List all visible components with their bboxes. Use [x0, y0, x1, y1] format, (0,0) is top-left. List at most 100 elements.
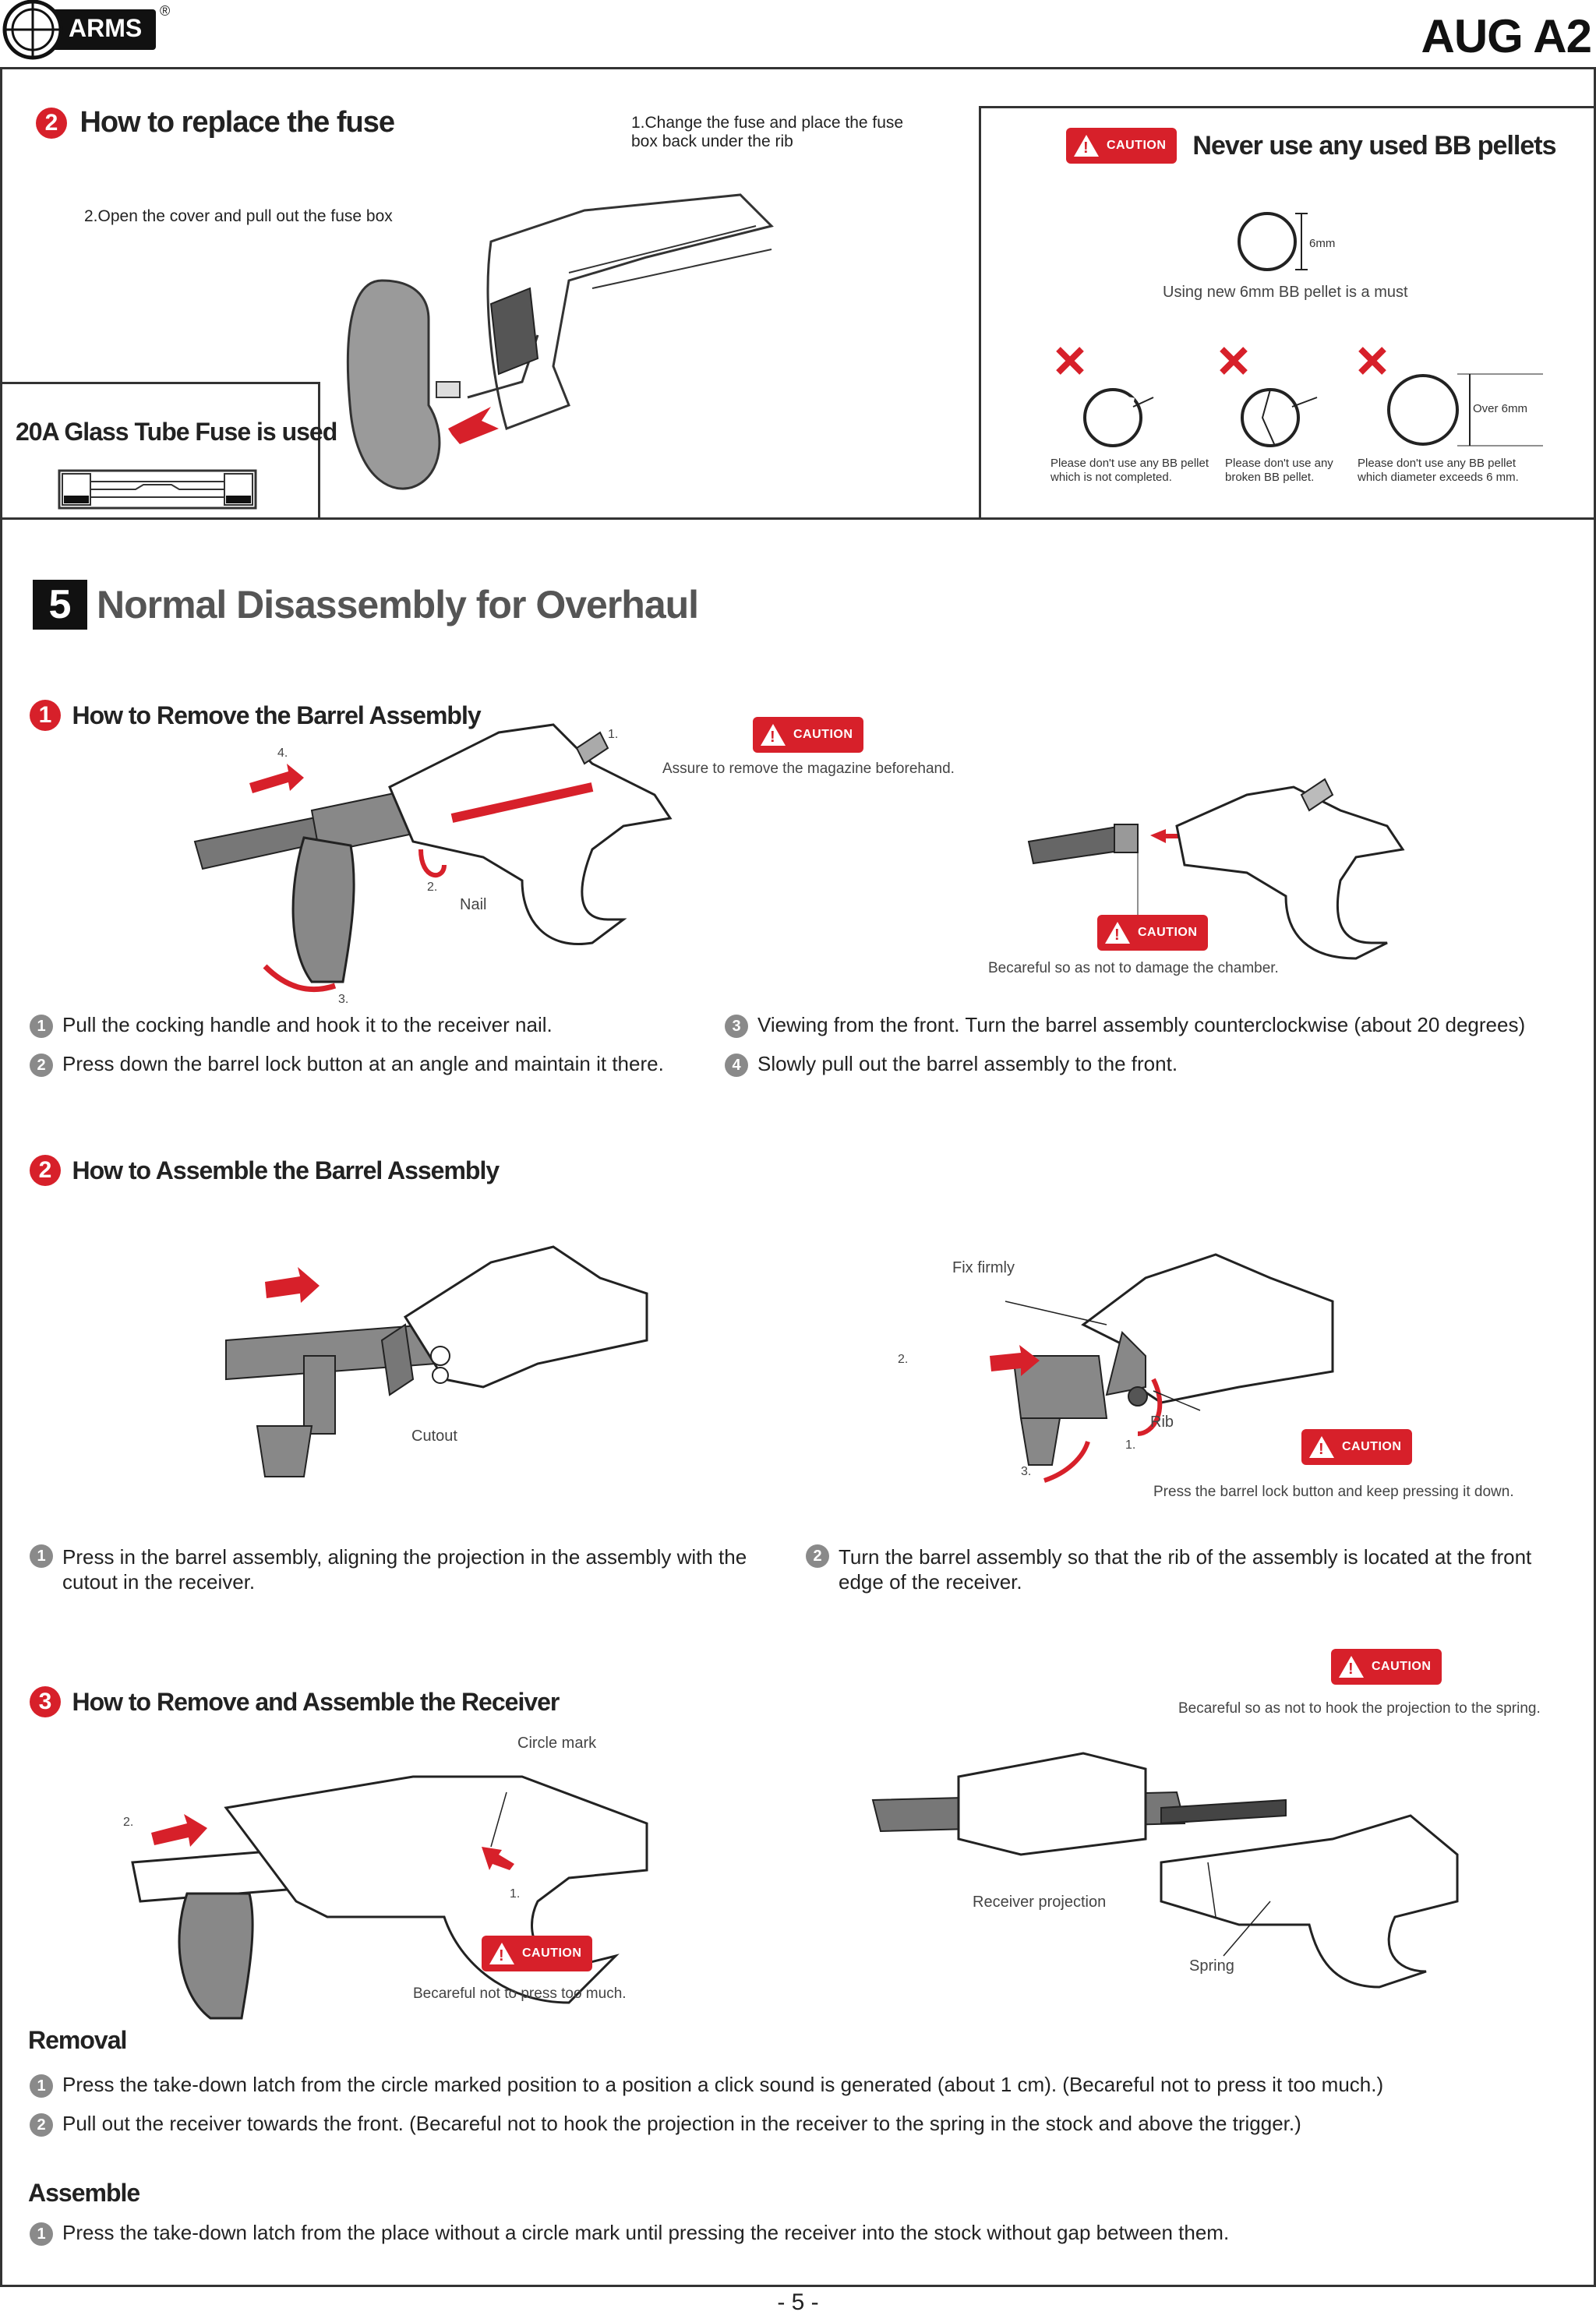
label-spring: Spring	[1189, 1957, 1234, 1975]
caution-badge: CAUTION	[753, 717, 864, 753]
fuse-stock-illustration	[346, 193, 774, 490]
caution-magazine: CAUTION	[753, 717, 864, 753]
bb-6mm-diagram	[1238, 212, 1308, 271]
remove-barrel-heading: 1 How to Remove the Barrel Assembly	[30, 700, 482, 731]
bb-pellet-box	[979, 106, 1594, 517]
label-rib: Rib	[1150, 1414, 1174, 1431]
caution-badge: CAUTION	[1097, 915, 1209, 951]
section5-heading: 5 Normal Disassembly for Overhaul	[33, 580, 699, 630]
bb-must-text: Using new 6mm BB pellet is a must	[1163, 284, 1408, 301]
warning-icon	[1105, 922, 1130, 944]
fuse-note-2: 2.Open the cover and pull out the fuse b…	[84, 207, 393, 225]
caution-badge: CAUTION	[482, 1936, 593, 1971]
assemble-barrel-illustration	[225, 1245, 648, 1477]
bb-bad-3: Please don't use any BB pellet which dia…	[1358, 457, 1519, 484]
logo-emblem-icon	[2, 0, 156, 60]
label-1b: 1.	[1125, 1438, 1136, 1452]
logo-text: ARMS	[69, 14, 143, 42]
label-receiver-projection: Receiver projection	[973, 1894, 1107, 1911]
bb-title: Never use any used BB pellets	[1192, 130, 1556, 161]
step-bullet: 1	[30, 1015, 53, 1039]
cross-icon	[1220, 347, 1248, 375]
bb-size-label: 6mm	[1309, 237, 1336, 250]
page-bottom-rule	[0, 2285, 1596, 2287]
cross-icon	[1056, 347, 1084, 375]
fuse-box-top	[0, 382, 320, 384]
remove-barrel-title: How to Remove the Barrel Assembly	[72, 701, 481, 729]
caution-spring-text: Becareful so as not to hook the projecti…	[1178, 1700, 1541, 1717]
fuse-note-1: 1.Change the fuse and place the fuse box…	[631, 114, 904, 150]
header-rule	[0, 67, 1596, 69]
step-number: 3	[30, 1686, 61, 1717]
fuse-section-title: 2 How to replace the fuse	[36, 106, 395, 139]
receiver-projection-illustration	[871, 1752, 1459, 1989]
warning-icon	[1309, 1436, 1334, 1459]
section5-title: Normal Disassembly for Overhaul	[97, 583, 699, 627]
logo: ARMS ®	[0, 0, 170, 61]
warning-icon	[1074, 135, 1099, 157]
caution-spring: CAUTION	[1331, 1649, 1442, 1685]
receiver-title: How to Remove and Assemble the Receiver	[72, 1687, 560, 1716]
label-2c: 2.	[123, 1816, 134, 1829]
assemble-title: Assemble	[28, 2179, 140, 2207]
bb-over-label: Over 6mm	[1473, 402, 1528, 415]
caution-badge: CAUTION	[1331, 1649, 1442, 1685]
label-4: 4.	[277, 747, 288, 760]
label-nail: Nail	[460, 896, 487, 913]
caution-lock: CAUTION	[1301, 1429, 1413, 1465]
label-3: 3.	[338, 993, 349, 1006]
glass-fuse-icon	[58, 469, 257, 510]
label-cutout: Cutout	[411, 1428, 457, 1445]
warning-icon	[489, 1943, 514, 1965]
caution-chamber-text: Becareful so as not to damage the chambe…	[988, 960, 1279, 976]
removal-title: Removal	[28, 2026, 127, 2054]
registered-mark: ®	[160, 3, 171, 19]
receiver-removal-illustration	[131, 1775, 648, 2020]
caution-press-text: Becareful not to press too much.	[413, 1985, 627, 2002]
page-left-rule	[0, 67, 2, 2286]
step-bullet: 2	[806, 1544, 829, 1568]
step-bullet: 2	[30, 1054, 53, 1078]
warning-icon	[761, 724, 786, 747]
caution-badge: CAUTION	[1301, 1429, 1413, 1465]
label-fix-firmly: Fix firmly	[952, 1259, 1015, 1276]
page-number: - 5 -	[777, 2289, 819, 2315]
step-bullet: 1	[30, 2222, 53, 2247]
warning-icon	[1339, 1656, 1364, 1678]
barrel-front-illustration	[1027, 778, 1405, 960]
rib-illustration	[990, 1253, 1334, 1483]
assemble-barrel-title: How to Assemble the Barrel Assembly	[72, 1156, 500, 1184]
step-bullet: 3	[725, 1015, 748, 1039]
step-bullet: 1	[30, 2074, 53, 2098]
label-circle-mark: Circle mark	[517, 1735, 597, 1752]
caution-lock-text: Press the barrel lock button and keep pr…	[1153, 1484, 1514, 1500]
section-divider	[0, 517, 1596, 520]
label-1: 1.	[608, 728, 619, 741]
receiver-heading: 3 How to Remove and Assemble the Receive…	[30, 1686, 560, 1717]
model-title: AUG A2	[1421, 10, 1592, 62]
section5-number: 5	[33, 580, 87, 630]
step-bullet: 1	[30, 1544, 53, 1568]
caution-chamber: CAUTION	[1097, 915, 1209, 951]
bb-bad-1: Please don't use any BB pellet which is …	[1050, 457, 1209, 484]
step-number: 1	[30, 700, 61, 731]
remove-barrel-illustration	[193, 723, 673, 993]
bb-bad-2: Please don't use any broken BB pellet.	[1225, 457, 1333, 484]
label-3b: 3.	[1021, 1465, 1032, 1478]
fuse-title: How to replace the fuse	[79, 106, 395, 139]
bb-caution-row: CAUTION Never use any used BB pellets	[1066, 128, 1556, 164]
step-bullet: 2	[30, 2113, 53, 2137]
step-number: 2	[36, 107, 67, 139]
bb-bad-pellets	[1056, 347, 1543, 447]
step-bullet: 4	[725, 1054, 748, 1078]
cross-icon	[1358, 347, 1386, 375]
